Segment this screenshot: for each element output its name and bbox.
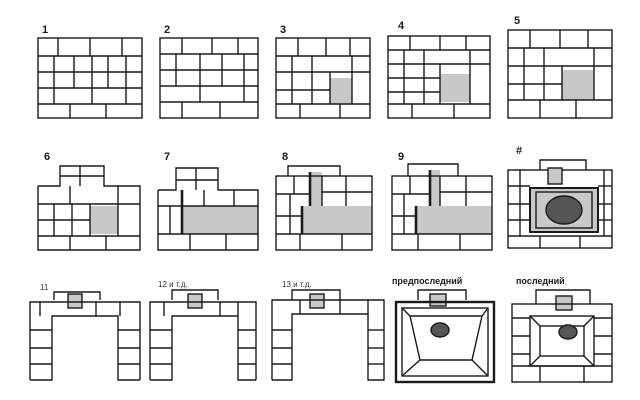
panel-label: 11 <box>40 283 49 292</box>
panel-label: 12 и т.д. <box>158 280 188 289</box>
panel-13: 13 и т.д. <box>271 280 385 381</box>
panel-label: 8 <box>282 151 288 163</box>
panel-label: 7 <box>164 151 170 163</box>
panel-label: 13 и т.д. <box>282 280 312 289</box>
shaded-zone <box>330 78 352 104</box>
panel-label: 3 <box>280 24 286 36</box>
shaded-zone <box>440 74 470 102</box>
panel-label: 9 <box>398 151 404 163</box>
panel-12: 12 и т.д. <box>149 280 257 381</box>
panel-label: 6 <box>44 151 50 163</box>
panel-1: 1 <box>37 24 143 119</box>
shaded-zone <box>416 170 492 234</box>
panel-5: 5 <box>507 15 613 119</box>
panel-label: 1 <box>42 24 48 36</box>
smoke-hole <box>558 324 578 340</box>
panel-last: последний <box>511 276 613 383</box>
panel-label: 4 <box>398 20 405 32</box>
panel-2: 2 <box>159 24 259 119</box>
panel-8: 8 <box>275 151 373 251</box>
panel-3: 3 <box>275 24 371 119</box>
panel-label: # <box>516 145 522 157</box>
panel-label: предпоследний <box>392 276 462 286</box>
panel-11: 11 <box>29 283 141 381</box>
panel-9: 9 <box>391 151 493 251</box>
panel-label: 5 <box>514 15 520 27</box>
smoke-hole <box>430 322 450 338</box>
panel-4: 4 <box>387 20 491 119</box>
panel-hash: # <box>507 145 613 249</box>
panel-6: 6 <box>37 151 141 251</box>
shaded-zone <box>90 206 118 234</box>
panel-penultimate: предпоследний <box>392 276 496 384</box>
shaded-zone <box>562 70 594 100</box>
panel-label: последний <box>516 276 565 286</box>
shaded-zone <box>302 172 372 234</box>
shaded-zone <box>182 206 258 234</box>
panel-label: 2 <box>164 24 170 36</box>
firebox-opening <box>545 195 583 225</box>
panel-7: 7 <box>157 151 259 251</box>
